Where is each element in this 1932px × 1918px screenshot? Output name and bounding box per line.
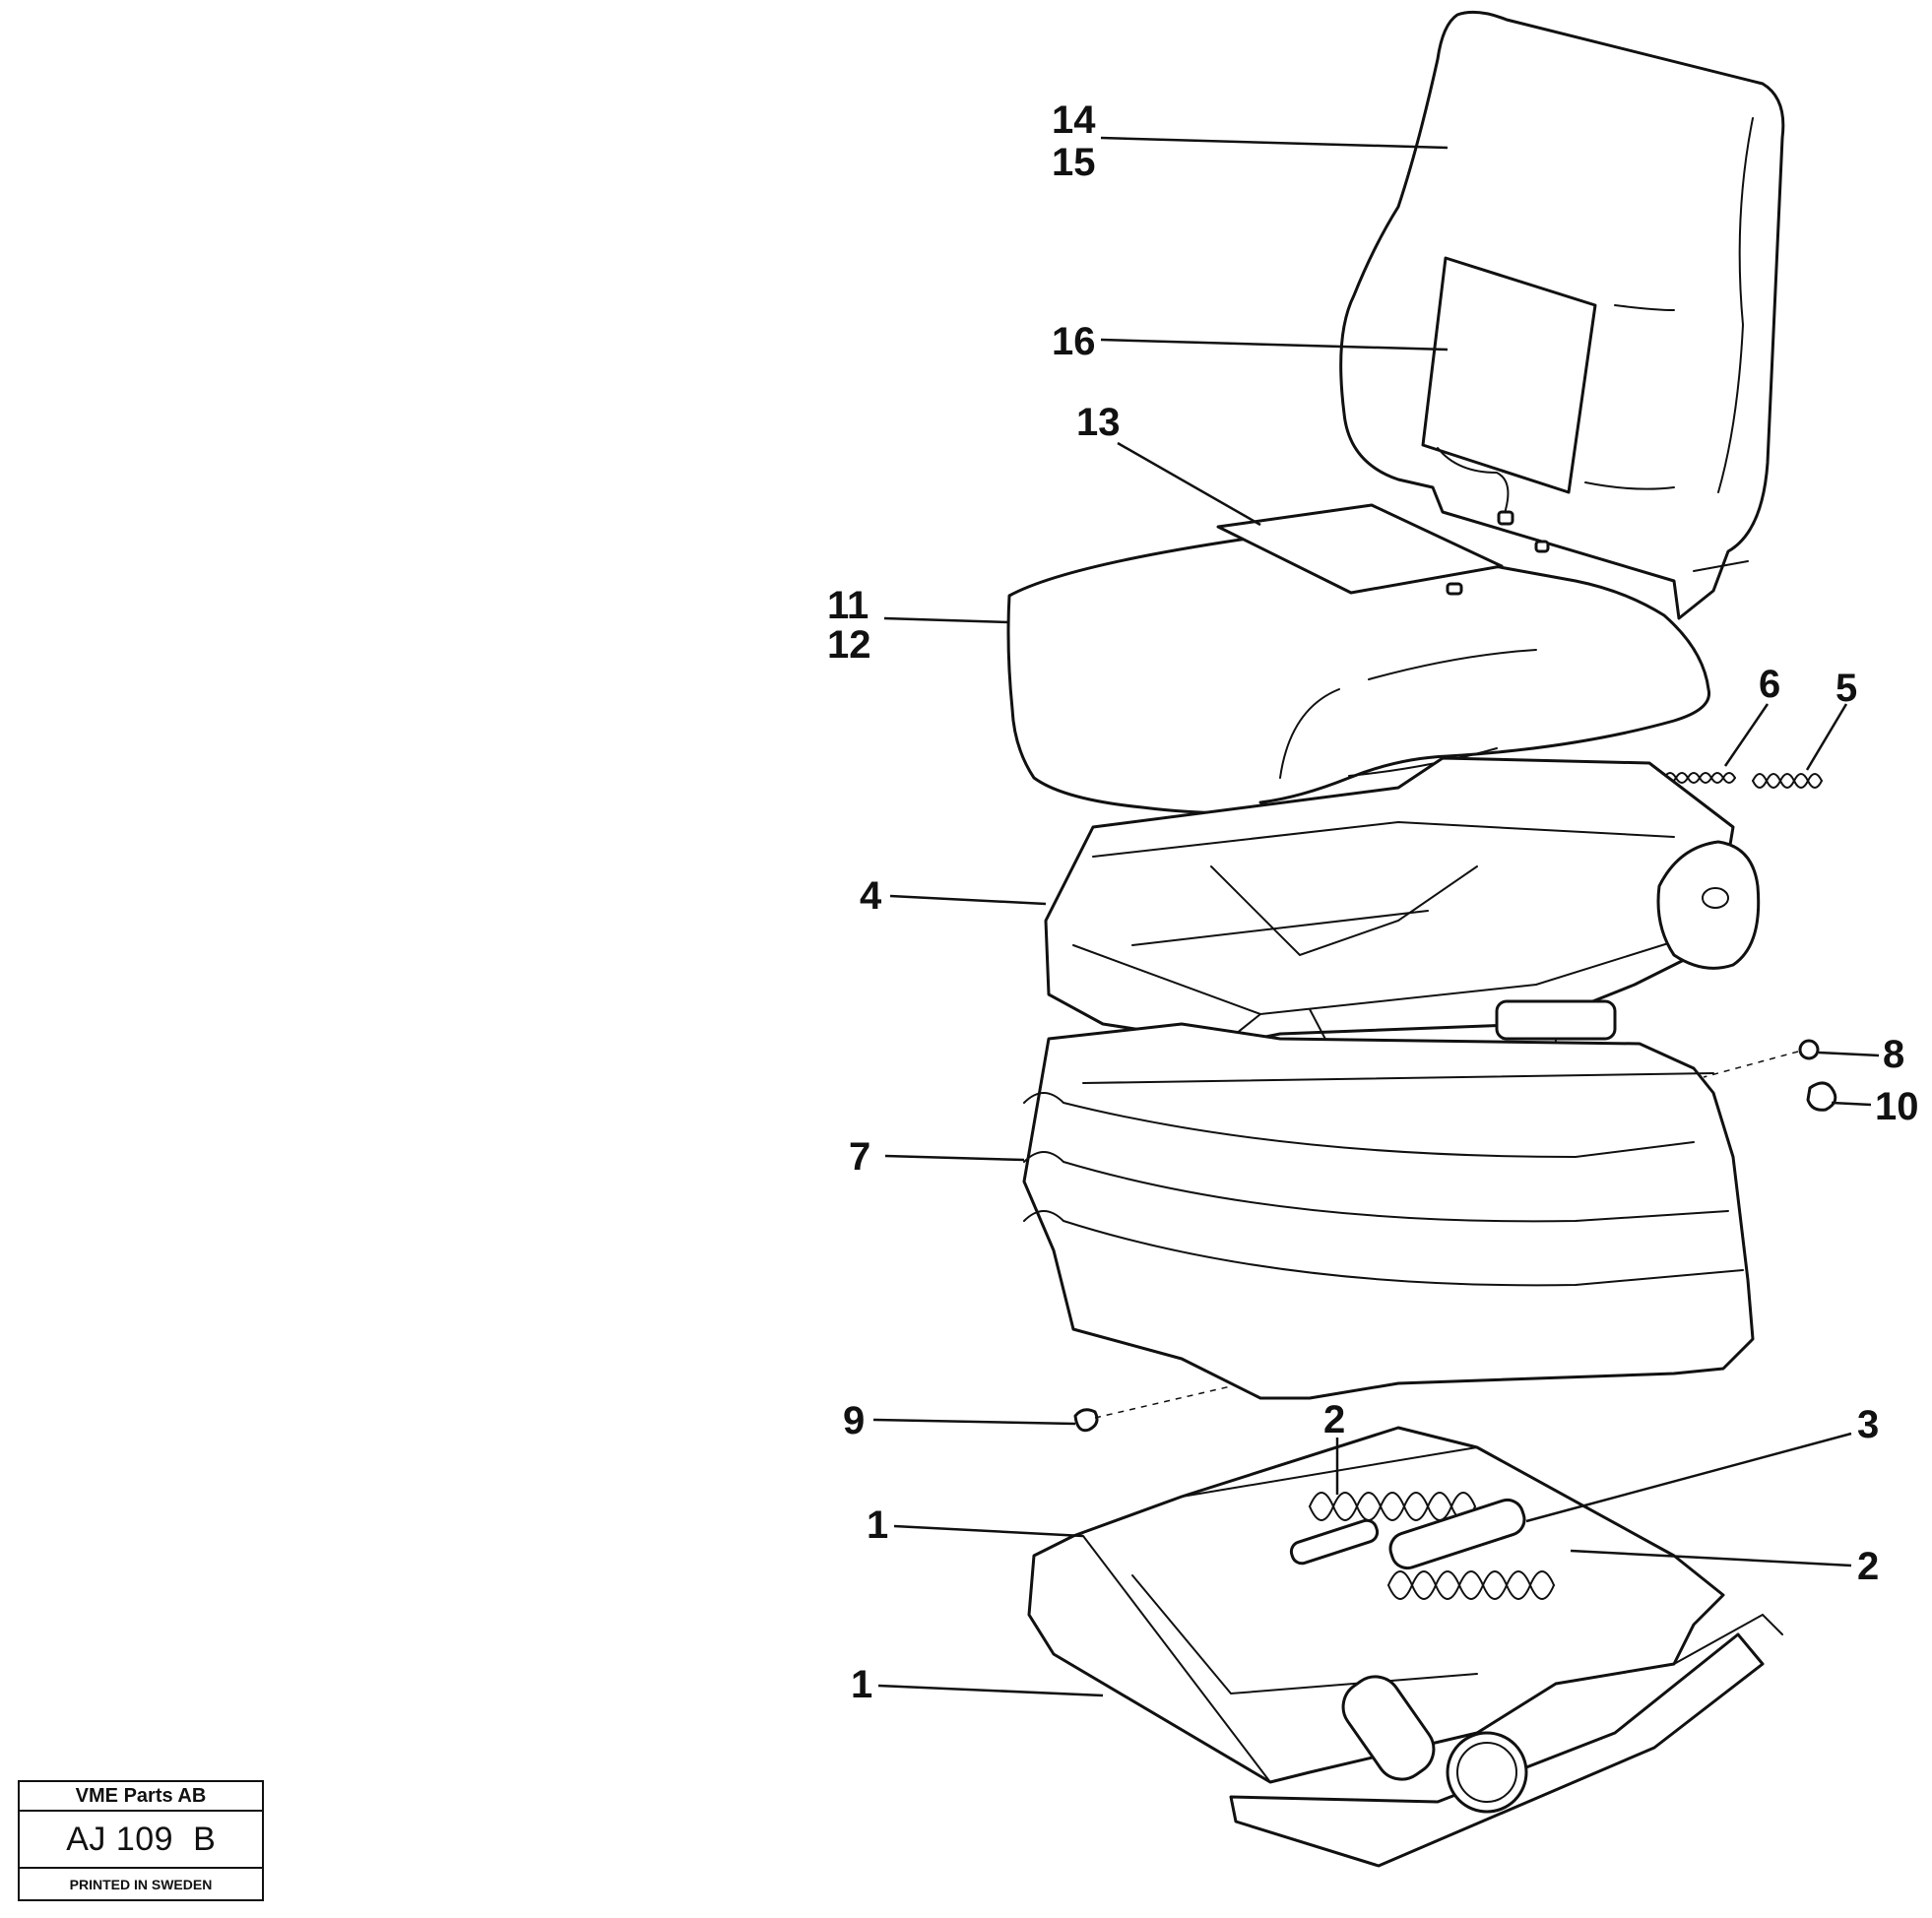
leader-3	[1525, 1432, 1852, 1523]
lumbar-support	[1421, 256, 1597, 553]
callout-12: 12	[827, 623, 871, 667]
shock-absorber	[1289, 1498, 1526, 1570]
callout-13: 13	[1076, 401, 1121, 444]
callout-2-lower: 2	[1857, 1545, 1879, 1588]
callout-11: 11	[827, 584, 869, 627]
main-springs	[1309, 1492, 1555, 1600]
leader-14-15	[1100, 136, 1449, 150]
callout-10: 10	[1875, 1085, 1919, 1128]
callout-7: 7	[849, 1135, 870, 1179]
callout-3: 3	[1857, 1403, 1879, 1446]
leader-lines	[872, 136, 1880, 1697]
title-block-company-row: VME Parts AB	[20, 1782, 262, 1812]
adjustment-handle	[1495, 840, 1761, 1041]
callout-1-lower: 1	[851, 1663, 872, 1706]
leader-16	[1100, 338, 1449, 352]
leader-5	[1805, 703, 1848, 771]
leader-1b	[877, 1684, 1104, 1697]
callout-6: 6	[1759, 663, 1780, 706]
leader-6	[1723, 703, 1770, 767]
leader-4	[889, 894, 1047, 906]
leader-10	[1831, 1101, 1872, 1107]
upper-seat-frame	[1044, 756, 1735, 1104]
printed-note: PRINTED IN SWEDEN	[69, 1876, 213, 1892]
callout-15: 15	[1052, 141, 1096, 184]
leader-1a	[893, 1524, 1084, 1538]
title-block-printed-row: PRINTED IN SWEDEN	[20, 1869, 262, 1899]
callout-9: 9	[843, 1399, 865, 1442]
callout-16: 16	[1052, 320, 1096, 363]
seat-heating-pad	[1216, 503, 1504, 596]
callout-labels: 14 15 16 13 11 12 6 5 4 8 10 7 9 2 3 1 2…	[827, 98, 1919, 1706]
callout-5: 5	[1835, 667, 1857, 710]
title-block: VME Parts AB AJ 109 B PRINTED IN SWEDEN	[18, 1780, 264, 1901]
company-name: VME Parts AB	[75, 1784, 207, 1807]
bellows-cover	[1022, 1022, 1755, 1400]
leader-9	[872, 1418, 1076, 1426]
callout-14: 14	[1052, 98, 1096, 142]
callout-2-upper: 2	[1323, 1398, 1345, 1441]
leader-13	[1117, 441, 1261, 527]
leader-2b	[1570, 1549, 1852, 1567]
leader-11-12	[883, 616, 1010, 624]
suspension-base	[1027, 1426, 1783, 1868]
callout-8: 8	[1883, 1033, 1904, 1076]
leader-7	[884, 1154, 1025, 1162]
drawing-revision: B	[193, 1820, 216, 1858]
leader-8	[1818, 1051, 1880, 1057]
callout-1-upper: 1	[867, 1503, 888, 1547]
title-block-code-row: AJ 109 B	[20, 1812, 262, 1869]
callout-4: 4	[860, 874, 882, 918]
small-fasteners	[1073, 1039, 1837, 1433]
weight-adjustment-knob	[1341, 1675, 1528, 1814]
drawing-code: AJ 109	[66, 1820, 174, 1858]
